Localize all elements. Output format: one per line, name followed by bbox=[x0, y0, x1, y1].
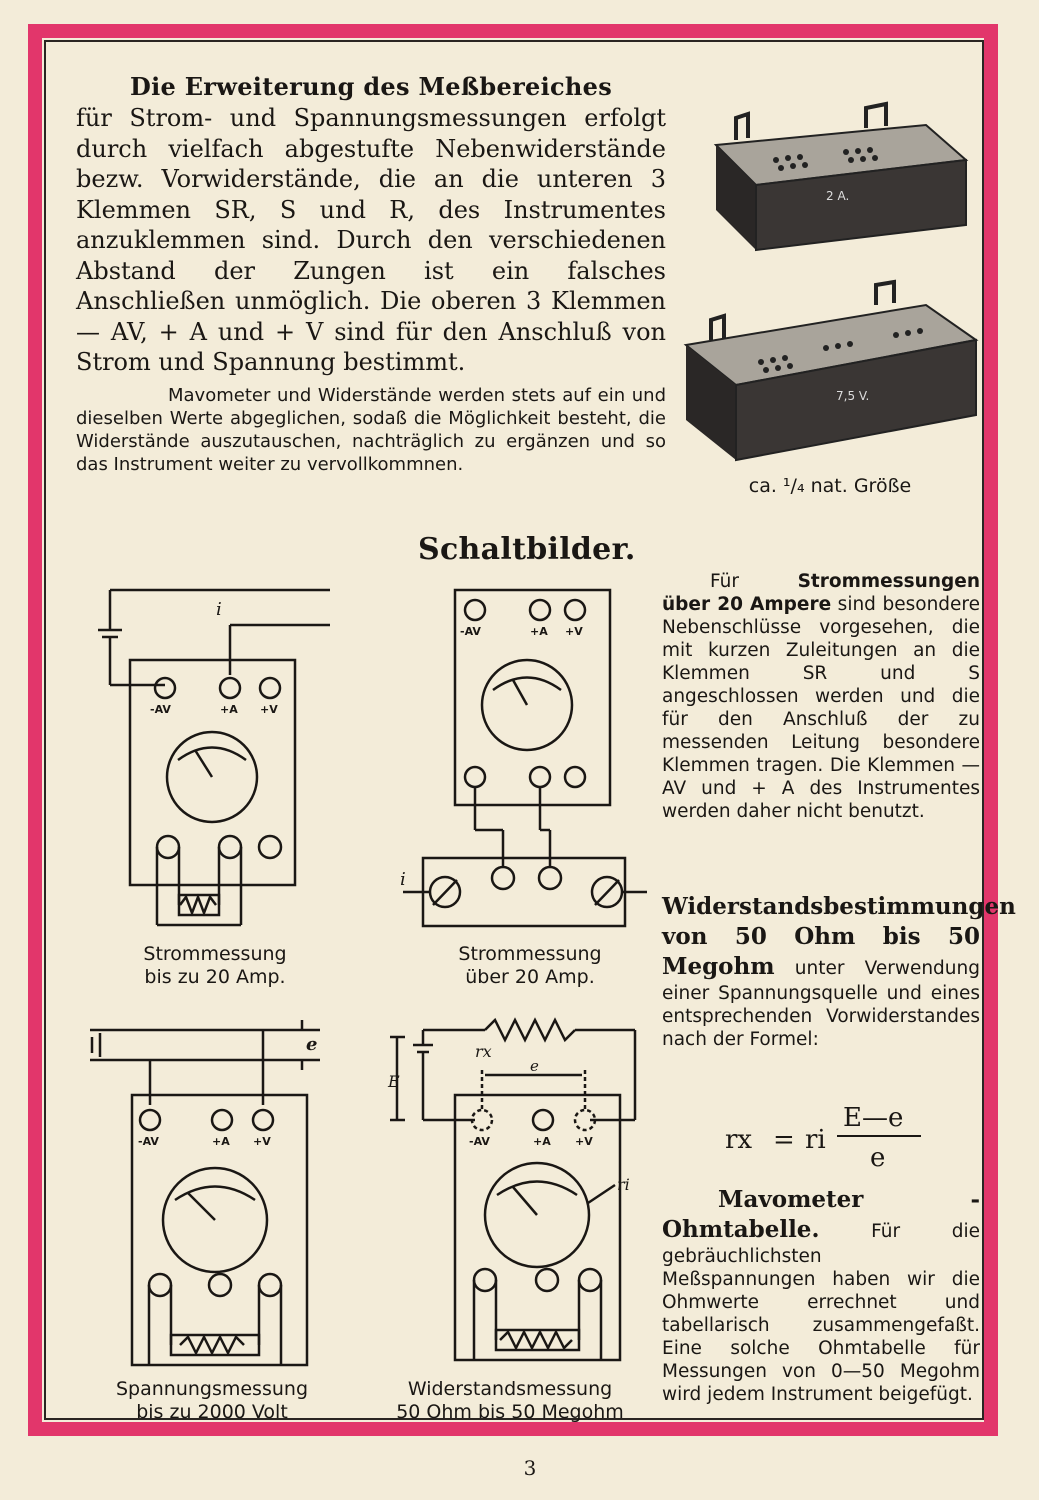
d4-ri-symbol: ri bbox=[617, 1175, 630, 1194]
caption-2-line-1: Strommessung bbox=[458, 943, 602, 965]
box-7v-label: 7,5 V. bbox=[836, 389, 869, 403]
formula-equals: = bbox=[773, 1125, 795, 1155]
formula-denominator: e bbox=[870, 1143, 885, 1172]
d3-terminal-v: +V bbox=[253, 1135, 271, 1148]
right-para-current: Für Strommessungen über 20 Ampere sind b… bbox=[662, 570, 980, 823]
right-para-ohmtable: Mavometer - Ohmtabelle. Für die gebräuch… bbox=[662, 1185, 980, 1406]
diagram-current-high: -AV +A +V i bbox=[400, 588, 647, 928]
d4-terminal-v: +V bbox=[575, 1135, 593, 1148]
d1-current-symbol: i bbox=[216, 599, 222, 620]
diagram-caption-1: Strommessung bis zu 20 Amp. bbox=[100, 943, 330, 989]
d4-E-symbol: E bbox=[387, 1072, 400, 1091]
diagram-voltage: -AV +A +V e bbox=[90, 1020, 320, 1367]
box-2a-label: 2 A. bbox=[826, 189, 849, 203]
d4-rx-symbol: rx bbox=[475, 1042, 492, 1061]
d2-terminal-v: +V bbox=[565, 625, 583, 638]
diagram-caption-4: Widerstandsmessung 50 Ohm bis 50 Megohm bbox=[370, 1378, 650, 1424]
intro-heading: Die Erweiterung des Meßbereiches bbox=[129, 72, 613, 101]
right-para1-rest: sind besondere Nebenschlüsse vorgesehen,… bbox=[662, 594, 980, 822]
diagram-current-low: -AV +A +V i bbox=[98, 588, 330, 927]
intro-note: Mavometer und Widerstände werden stets a… bbox=[76, 384, 666, 475]
caption-4-line-2: 50 Ohm bis 50 Megohm bbox=[396, 1401, 624, 1423]
diagram-caption-3: Spannungsmessung bis zu 2000 Volt bbox=[92, 1378, 332, 1424]
intro-lead: für Strom- und Spannungsmessungen erfolg… bbox=[76, 104, 666, 376]
resistor-box-2a: 2 A. bbox=[713, 101, 969, 252]
caption-3-line-2: bis zu 2000 Volt bbox=[136, 1401, 288, 1423]
right-para1-bold: Strommessungen über 20 Ampere bbox=[662, 571, 980, 615]
d1-terminal-a: +A bbox=[220, 703, 238, 716]
page-number: 3 bbox=[523, 1456, 537, 1480]
d4-terminal-av: -AV bbox=[469, 1135, 490, 1148]
section-title: Schaltbilder. bbox=[418, 532, 636, 567]
caption-3-line-1: Spannungsmessung bbox=[115, 1378, 309, 1400]
d3-terminal-a: +A bbox=[212, 1135, 230, 1148]
formula-ri: ri bbox=[805, 1125, 826, 1155]
right-para3-bold: Mavometer - Ohmtabelle. bbox=[662, 1186, 980, 1243]
caption-4-line-1: Widerstandsmessung bbox=[407, 1378, 613, 1400]
d3-terminal-av: -AV bbox=[138, 1135, 159, 1148]
formula-lhs: rx bbox=[725, 1125, 752, 1155]
diagram-caption-2: Strommessung über 20 Amp. bbox=[420, 943, 640, 989]
formula-numerator: E—e bbox=[843, 1103, 903, 1133]
d2-terminal-a: +A bbox=[530, 625, 548, 638]
caption-1-line-2: bis zu 20 Amp. bbox=[144, 966, 286, 988]
resistor-boxes-caption: ca. ¹/₄ nat. Größe bbox=[748, 475, 912, 497]
d4-e-symbol: e bbox=[530, 1057, 539, 1075]
caption-2-line-2: über 20 Amp. bbox=[465, 966, 595, 988]
page-border bbox=[28, 24, 998, 1436]
diagram-resistance: -AV +A +V rx e E ri bbox=[387, 1017, 637, 1362]
d3-voltage-symbol: e bbox=[306, 1034, 317, 1055]
intro-block: Die Erweiterung des Meßbereiches für Str… bbox=[76, 72, 666, 476]
d2-terminal-av: -AV bbox=[460, 625, 481, 638]
right-para2-rest: unter Verwendung einer Spannungsquelle u… bbox=[662, 958, 980, 1050]
resistance-formula: rx = ri E—e e bbox=[725, 1103, 921, 1172]
d2-current-symbol: i bbox=[400, 869, 406, 890]
caption-1-line-1: Strommessung bbox=[143, 943, 287, 965]
right-para2-bold: Widerstandsbestimmungen von 50 Ohm bis 5… bbox=[662, 893, 1016, 980]
d1-terminal-av: -AV bbox=[150, 703, 171, 716]
right-para1-lead: Für bbox=[710, 571, 798, 592]
resistor-boxes-illustration: 2 A. 7,5 V. bbox=[683, 101, 979, 462]
d4-terminal-a: +A bbox=[533, 1135, 551, 1148]
d1-terminal-v: +V bbox=[260, 703, 278, 716]
inner-border bbox=[44, 40, 984, 1420]
resistor-box-7v: 7,5 V. bbox=[683, 279, 979, 462]
right-para-resistance: Widerstandsbestimmungen von 50 Ohm bis 5… bbox=[662, 892, 1016, 1051]
right-para3-rest: Für die gebräuchlichsten Meßspannungen h… bbox=[662, 1221, 980, 1405]
